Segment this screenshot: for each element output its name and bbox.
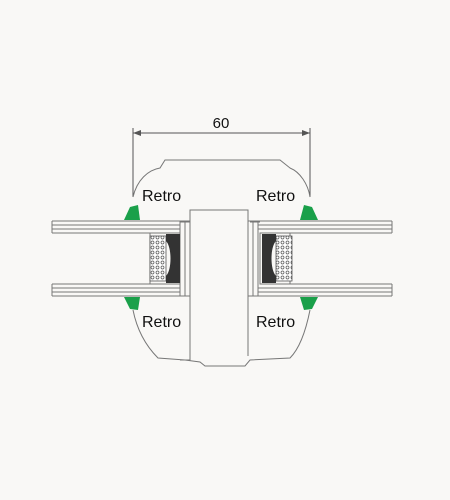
- label-bottom-left: Retro: [142, 314, 181, 331]
- right-spacer-desiccant: [275, 235, 293, 282]
- gasket-bottom-left: [124, 297, 140, 310]
- left-secondary-seal: [166, 234, 180, 283]
- left-glass-pane: [51, 220, 190, 297]
- gasket-bottom-right: [300, 297, 318, 310]
- profile-outline: [132, 159, 311, 367]
- right-secondary-seal: [262, 234, 276, 283]
- label-top-left: Retro: [142, 188, 181, 205]
- gasket-top-right: [300, 205, 318, 220]
- label-bottom-right: Retro: [256, 314, 295, 331]
- gasket-top-left: [124, 205, 140, 220]
- dimension-annotation: [132, 128, 311, 197]
- left-spacer-desiccant: [149, 235, 167, 282]
- right-glass-pane: [248, 220, 393, 297]
- dimension-value: 60: [213, 115, 230, 132]
- label-top-right: Retro: [256, 188, 295, 205]
